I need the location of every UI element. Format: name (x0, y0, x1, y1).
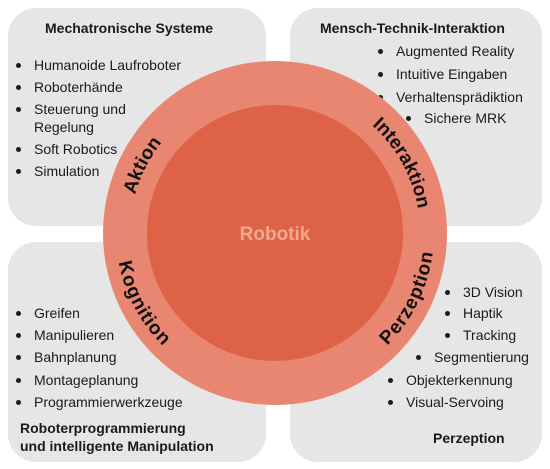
list-item: Soft Robotics (15, 141, 118, 157)
list-item: Humanoide Laufroboter (15, 57, 182, 73)
list-item: Segmentierung (416, 349, 529, 365)
center-label: Robotik (240, 224, 311, 245)
list-item: Intuitive Eingaben (377, 66, 508, 82)
list-item: Visual-Servoing (388, 394, 504, 410)
list-item: Tracking (444, 327, 517, 343)
list-item: Haptik (445, 305, 503, 321)
panel-title-robot-programming-line1: Roboterprogrammierung (20, 420, 186, 436)
list-item: Manipulieren (15, 327, 115, 343)
list-item: Simulation (15, 163, 100, 179)
list-item: Bahnplanung (16, 349, 117, 365)
panel-title-robot-programming-line2: und intelligente Manipulation (20, 438, 214, 454)
list-item: Greifen (16, 305, 80, 321)
list-item: Augmented Reality (377, 43, 515, 59)
list-item: Steuerung und (16, 101, 126, 117)
list-item: Montageplanung (15, 372, 139, 388)
panel-title-human-machine-interaction: Mensch-Technik-Interaktion (320, 20, 505, 36)
list-item-continuation: Regelung (34, 119, 94, 135)
list-item: Roboterhände (16, 79, 123, 95)
list-item: Programmierwerkzeuge (16, 394, 183, 410)
inner-disc (147, 105, 403, 361)
panel-title-perception: Perzeption (433, 430, 505, 446)
list-item: 3D Vision (445, 284, 523, 300)
panel-title-mechatronic-systems: Mechatronische Systeme (45, 20, 214, 36)
list-item: Sichere MRK (405, 110, 507, 126)
list-item: Objekterkennung (388, 372, 513, 388)
